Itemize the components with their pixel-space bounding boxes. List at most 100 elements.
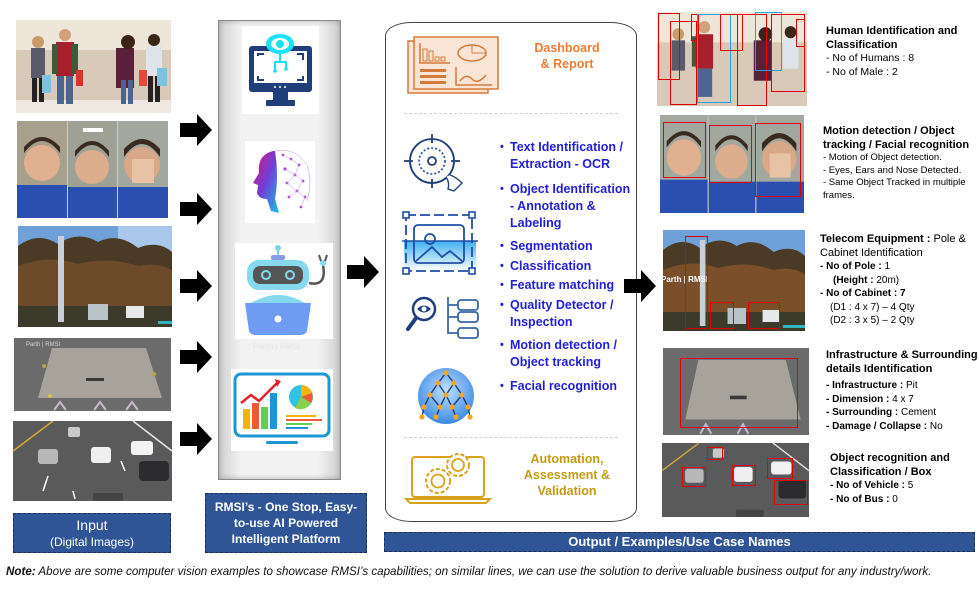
detection-box (755, 123, 801, 197)
inspect-hierarchy-icon (404, 293, 486, 341)
automation-line: Validation (537, 484, 597, 498)
row-value: No (927, 420, 943, 432)
example-vehicles: Object recognition and Classification / … (830, 451, 978, 506)
footnote-text: Above are some computer vision examples … (35, 565, 932, 578)
example-telecom: Telecom Equipment : Pole & Cabinet Ident… (820, 232, 978, 328)
divider (404, 113, 618, 114)
row-value: 5 (905, 480, 914, 491)
automation-title: Automation, Assessment & Validation (508, 451, 626, 499)
example-motion: Motion detection / Object tracking / Fac… (823, 124, 979, 202)
input-photo-highway (13, 421, 172, 501)
output-photo-telecom: Parth | RMSI (663, 230, 805, 331)
platform-label: RMSI’s - One Stop, Easy- to-use AI Power… (205, 493, 367, 553)
row-value: 20m) (873, 274, 900, 286)
input-photo-pit: Parth | RMSI (14, 338, 171, 411)
row-value: (D2 : 3 x 5) – 2 Qty (830, 315, 915, 326)
robot-laptop-icon (245, 245, 328, 335)
example-line: - Motion of Object detection. (823, 152, 942, 163)
row-value: (D1 : 4 x 7) – 4 Qty (830, 301, 915, 313)
row-key: - No of Cabinet : (820, 288, 898, 299)
footnote-label: Note: (6, 565, 36, 578)
row-key: - Infrastructure : (826, 380, 904, 391)
example-title-bold: Telecom Equipment : (820, 233, 931, 245)
example-row: - No of Bus : 0 (830, 493, 978, 507)
dashboard-report-line: & Report (540, 57, 594, 71)
detection-box (685, 236, 708, 329)
robot-watermark: Parth | RMSI (253, 342, 301, 351)
detection-box (658, 13, 680, 80)
row-value: Pit (903, 380, 918, 391)
detection-box (680, 358, 798, 428)
capability-item: Facial recognition (500, 378, 635, 395)
row-value: Cement (898, 407, 937, 418)
input-label-subtitle: (Digital Images) (49, 535, 135, 549)
detection-box (771, 14, 805, 92)
platform-label-line: to-use AI Powered (233, 516, 339, 530)
target-scan-icon (400, 131, 478, 195)
row-key: - No of Vehicle : (830, 480, 906, 491)
row-key: - Damage / Collapse : (826, 420, 928, 432)
input-label: Input (Digital Images) (13, 513, 171, 553)
arrow-right-icon (624, 270, 656, 302)
example-row: - No of Cabinet : 7 (820, 287, 978, 301)
dashboard-report-title: Dashboard & Report (512, 40, 622, 72)
detection-box (732, 465, 756, 486)
output-photo-humans (657, 12, 807, 106)
example-row: - Dimension : 4 x 7 (826, 393, 979, 407)
capability-item: Quality Detector / Inspection (500, 297, 635, 331)
example-humans: Human Identification and Classification … (826, 24, 976, 79)
platform-card-analytics (231, 369, 333, 451)
platform-card-robot: Parth | RMSI (235, 243, 333, 351)
example-row: (Height : 20m) (820, 274, 978, 288)
example-line: - No of Male : 2 (826, 65, 898, 78)
arrow-right-icon (180, 341, 212, 373)
example-line: - Same Object Tracked in multiple frames… (823, 177, 966, 201)
arrow-right-icon (180, 193, 212, 225)
ai-head-network-icon (253, 150, 311, 213)
output-photo-vehicles (662, 443, 809, 517)
detection-box (755, 12, 782, 71)
dashboard-report-line: Dashboard (534, 41, 600, 55)
automation-line: Automation, (530, 452, 604, 466)
detection-box (670, 21, 697, 105)
laptop-gears-icon (404, 447, 496, 505)
example-infrastructure: Infrastructure & Surrounding details Ide… (826, 348, 979, 433)
row-key: - No of Bus : (830, 493, 890, 505)
computer-vision-eye-icon (249, 34, 312, 106)
example-row: (D1 : 4 x 7) – 4 Qty (820, 301, 978, 315)
neural-tree-icon (416, 367, 476, 425)
capability-item: Feature matching (500, 277, 635, 294)
pit-watermark: Parth | RMSI (26, 342, 61, 348)
detection-box (767, 458, 793, 479)
row-value: 4 x 7 (889, 393, 914, 405)
analytics-dashboard-icon (233, 372, 331, 444)
input-photo-shoppers (16, 20, 171, 113)
platform-card-ai-head (245, 141, 315, 223)
ai-platform-panel: Parth | RMSI (218, 20, 341, 480)
arrow-right-icon (347, 256, 379, 288)
example-row: - Surrounding : Cement (826, 406, 979, 420)
capabilities-list: Text Identification / Extraction - OCR O… (500, 139, 635, 398)
row-value: 7 (897, 288, 906, 299)
detection-box (691, 14, 699, 41)
capability-item: Text Identification / Extraction - OCR (500, 139, 635, 173)
platform-card-vision (242, 26, 319, 114)
row-value: 1 (881, 261, 891, 272)
detection-box (707, 447, 723, 460)
example-line: - Eyes, Ears and Nose Detected. (823, 164, 962, 176)
input-photo-telecom-site (18, 226, 172, 327)
capability-item: Classification (500, 258, 635, 275)
example-row: - Damage / Collapse : No (826, 420, 979, 434)
capabilities-panel: Dashboard & Report (385, 22, 637, 522)
output-label: Output / Examples/Use Case Names (384, 532, 975, 552)
platform-label-line: Intelligent Platform (231, 532, 341, 546)
row-key: - Surrounding : (826, 407, 899, 418)
report-charts-icon (406, 35, 501, 95)
detection-box (710, 302, 734, 329)
capability-item: Segmentation (500, 238, 635, 255)
platform-label-line: RMSI’s - One Stop, Easy- (214, 500, 358, 514)
input-label-title: Input (76, 517, 108, 533)
example-title: Motion detection / Object tracking / Fac… (823, 125, 970, 151)
capability-item: Object Identification - Annotation & Lab… (500, 181, 635, 232)
example-title-rest: Pole & Cabinet Identification (820, 233, 966, 259)
